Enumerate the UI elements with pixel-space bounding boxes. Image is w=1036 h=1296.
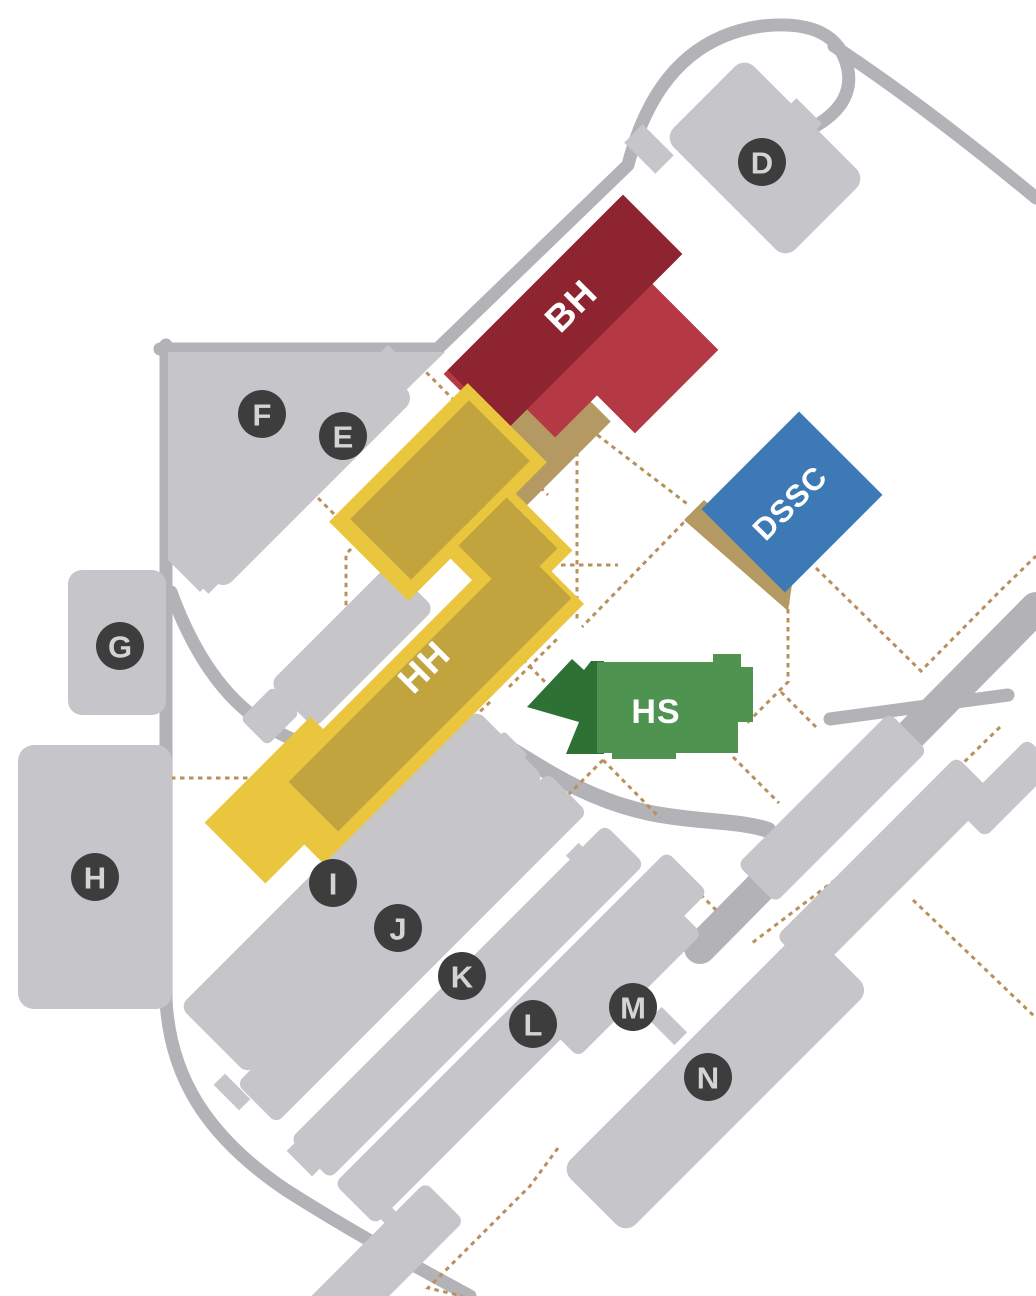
walking-path [425,1147,560,1296]
connector-stub [565,842,605,882]
road-east-spur [823,688,1015,726]
marker-circle [374,904,422,952]
marker-label: M [620,991,646,1026]
dssc-main [701,411,883,593]
building-east-edge [959,741,1036,835]
marker-E[interactable]: E [319,412,367,460]
marker-label: J [389,912,406,947]
marker-F[interactable]: F [238,390,286,438]
marker-circle [319,412,367,460]
walking-paths-layer [90,364,1036,1296]
walking-path [779,690,820,731]
hs-main [597,654,753,759]
bh-main [447,194,683,430]
walking-path [911,898,1036,1018]
marker-label: K [451,960,474,995]
marker-label: N [697,1061,719,1096]
marker-circle [684,1053,732,1101]
marker-J[interactable]: J [374,904,422,952]
building-behind-hh [273,567,431,725]
road-northeast-exit [827,39,1036,205]
building-behind-hh-stub [242,688,298,744]
marker-G[interactable]: G [96,622,144,670]
building-d-stub-west [624,124,674,174]
walking-path [580,514,692,629]
connector-stub [213,1073,251,1111]
marker-circle [96,622,144,670]
marker-label: L [524,1008,543,1043]
walking-path [744,600,790,726]
connector-tan-dssc [684,500,793,611]
building-hs[interactable] [527,654,753,759]
building-hh[interactable] [204,383,585,884]
connector-stub [376,1203,414,1241]
marker-circle [438,952,486,1000]
building-stripe-partial [308,1185,461,1296]
hh-roof-top [350,400,530,580]
building-dssc[interactable] [701,411,883,593]
marker-H[interactable]: H [71,853,119,901]
marker-label: D [751,146,773,181]
connector-stub [480,792,520,832]
marker-label: E [333,420,354,455]
walking-path [442,700,492,748]
building-label-HS: HS [631,693,680,731]
walking-path [731,755,781,805]
building-j[interactable] [237,773,588,1124]
building-i[interactable] [180,710,545,1075]
walking-path [561,758,605,802]
connector-stub [648,1006,688,1046]
walking-path [582,422,691,508]
marker-circle [238,390,286,438]
bh-annex [555,270,719,434]
building-step [467,732,527,792]
connector-stub [628,885,668,925]
walking-path [507,634,562,689]
building-bh[interactable] [443,194,719,438]
marker-I[interactable]: I [309,859,357,907]
marker-label: I [329,867,338,902]
building-m[interactable] [539,895,702,1058]
marker-label: H [84,861,106,896]
marker-L[interactable]: L [509,1000,557,1048]
bh-annex-small [522,362,598,438]
marker-D[interactable]: D [738,138,786,186]
markers-layer: D F E G H I J K L M N [71,138,786,1101]
road-loop-north [417,18,856,369]
marker-label: G [108,630,132,665]
marker-circle [609,983,657,1031]
marker-circle [509,1000,557,1048]
marker-K[interactable]: K [438,952,486,1000]
walking-path [814,554,1036,674]
walking-path [751,725,1002,945]
marker-N[interactable]: N [684,1053,732,1101]
marker-circle [309,859,357,907]
hh-roof-bar [288,548,572,832]
hs-arrow [527,659,604,754]
building-k[interactable] [290,825,644,1179]
building-east-bar-1 [740,715,925,900]
marker-M[interactable]: M [609,983,657,1031]
marker-circle [738,138,786,186]
connector-stub [286,1139,324,1177]
marker-label: F [253,398,272,433]
building-east-bar-2 [779,759,992,972]
marker-circle [71,853,119,901]
